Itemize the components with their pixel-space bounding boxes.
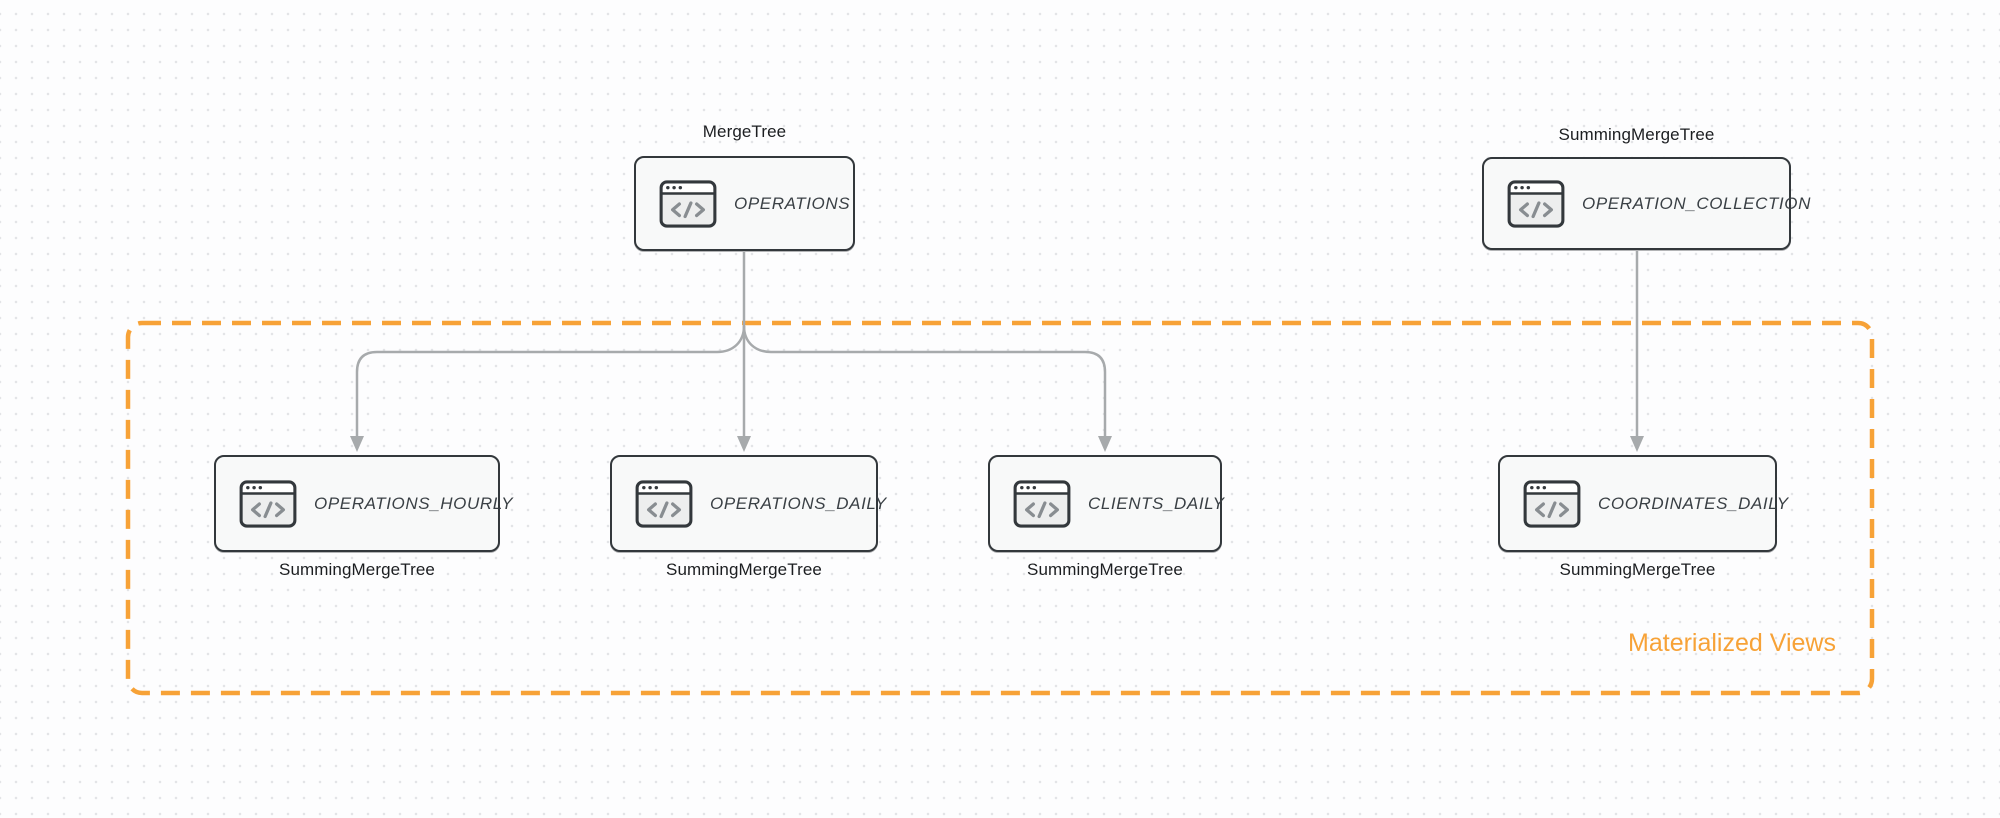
engine-label-clients-daily: SummingMergeTree [1027,560,1183,579]
arrowhead-icon [350,436,364,452]
table-name: COORDINATES_DAILY [1598,493,1789,513]
code-window-icon [239,479,297,528]
node-operations[interactable]: OPERATIONS [634,156,855,251]
edge-operations-to-operations-hourly [355,325,746,438]
arrowhead-icon [1098,436,1112,452]
engine-label-coordinates-daily: SummingMergeTree [1559,560,1716,579]
edge-operations-to-clients-daily [742,325,1107,438]
table-name: OPERATION_COLLECTION [1582,193,1811,213]
table-name: OPERATIONS [734,193,851,213]
node-operations-daily[interactable]: OPERATIONS_DAILY [610,455,886,552]
table-name: CLIENTS_DAILY [1088,493,1225,513]
table-name: OPERATIONS_HOURLY [314,493,514,513]
code-window-icon [1013,479,1071,528]
edge-lines [355,251,1639,438]
engine-label-operations: MergeTree [702,122,787,141]
code-window-icon [1523,479,1581,528]
materialized-views-label: Materialized Views [1628,629,1836,657]
table-name: OPERATIONS_DAILY [710,493,887,513]
arrowhead-icon [1630,436,1644,452]
node-coordinates-daily[interactable]: COORDINATES_DAILY [1498,455,1788,552]
engine-label-operation-collection: SummingMergeTree [1558,125,1715,144]
edge-arrowheads [350,436,1644,452]
engine-label-operations-daily: SummingMergeTree [666,560,822,579]
node-operations-hourly[interactable]: OPERATIONS_HOURLY [214,455,513,552]
code-window-icon [1507,179,1565,228]
arrowhead-icon [737,436,751,452]
node-operation-collection[interactable]: OPERATION_COLLECTION [1482,157,1810,250]
node-clients-daily[interactable]: CLIENTS_DAILY [988,455,1225,552]
engine-label-operations-hourly: SummingMergeTree [279,560,435,579]
code-window-icon [659,179,717,228]
code-window-icon [635,479,693,528]
